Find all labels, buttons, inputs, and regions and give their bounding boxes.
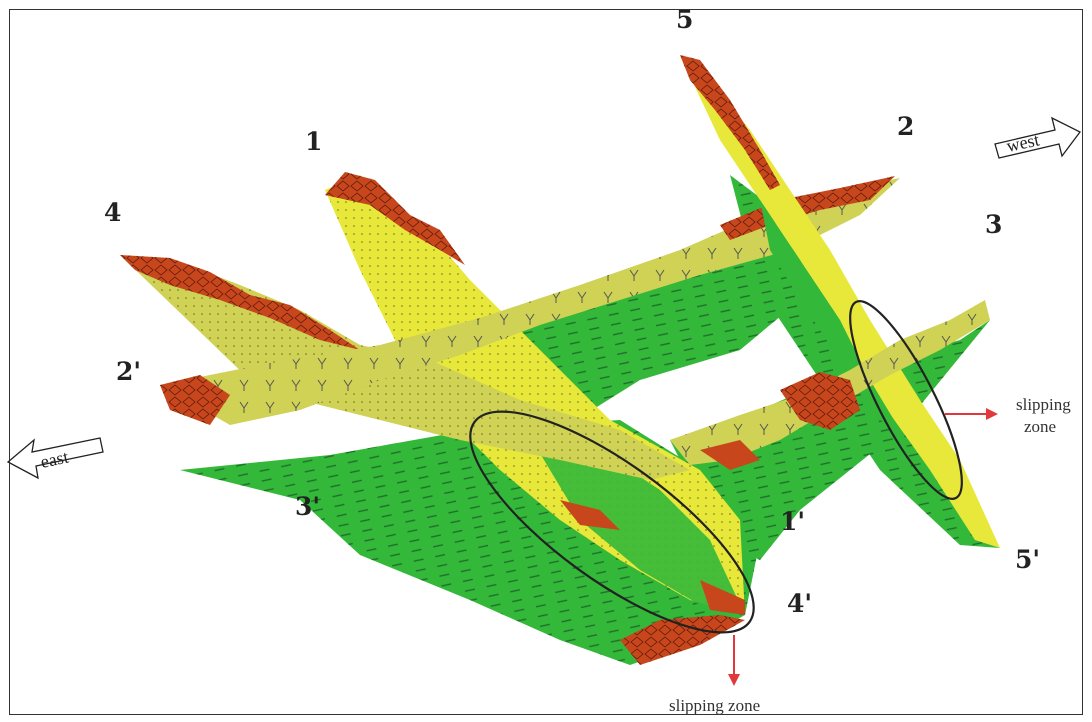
figure-frame [9,9,1083,715]
